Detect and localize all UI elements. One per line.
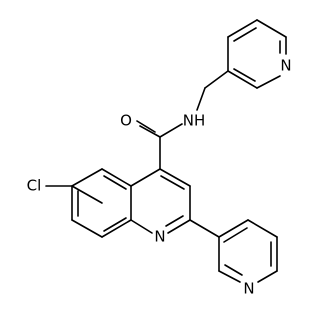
- upper-pyridine-nitrogen-label: N: [280, 57, 291, 75]
- lower-pyridine-nitrogen-label: N: [243, 280, 254, 298]
- bond-upper-py-3: [256, 19, 287, 38]
- bond-n1-c8a: [130, 219, 153, 234]
- bond-lower-py-1: [218, 219, 249, 238]
- bond-c4a-c4: [130, 168, 161, 187]
- bond-c2-n1: [167, 219, 191, 234]
- bond-upper-py-6: [227, 70, 258, 89]
- chemical-structure-diagram: Cl N O NH N N: [27, 19, 292, 298]
- quinoline-nitrogen-label: N: [154, 228, 165, 246]
- bond-c4-c3-double: [160, 175, 185, 190]
- bond-c4-c3: [159, 168, 191, 187]
- bond-lower-py-5-double: [224, 264, 243, 276]
- bond-upper-py-2: [227, 19, 258, 38]
- bond-c2-lower-pyridine: [189, 219, 220, 238]
- amide-nh-label: NH: [183, 112, 206, 130]
- bond-carbonyl-o: [139, 125, 161, 138]
- bond-n-ch2: [196, 87, 206, 111]
- bond-upper-py-5: [256, 75, 281, 89]
- bond-lower-py-5: [218, 270, 241, 283]
- bond-carbonyl-n: [159, 123, 183, 138]
- bond-c8-c8a-double: [103, 217, 127, 232]
- bond-layer: [45, 19, 287, 283]
- atom-label-layer: Cl N O NH N N: [27, 57, 292, 298]
- bond-c5-c6-return: [71, 168, 103, 187]
- bond-c2-n1-double: [165, 215, 184, 227]
- oxygen-label: O: [120, 112, 132, 130]
- bond-lower-py-4: [257, 270, 278, 283]
- bond-upper-py-6-double: [233, 68, 256, 82]
- bond-c7-c8: [71, 219, 103, 238]
- bond-c8-c8a: [101, 219, 132, 238]
- bond-ch2-pyridine: [204, 70, 229, 89]
- chlorine-label: Cl: [27, 177, 42, 195]
- bond-c4a-c5: [101, 168, 132, 187]
- bond-upper-py-2-double: [233, 27, 257, 42]
- bond-c5-c6: [71, 185, 103, 204]
- bond-lower-py-1-double: [223, 227, 248, 243]
- bond-c4a-c5-double: [103, 175, 127, 190]
- bond-lower-py-2: [247, 219, 278, 238]
- bond-carbonyl-o-double: [136, 120, 156, 133]
